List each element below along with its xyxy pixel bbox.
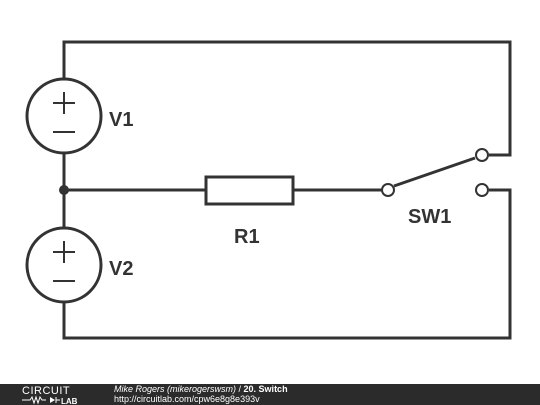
author-name[interactable]: Mike Rogers (mikerogerswsm) — [114, 384, 237, 394]
junction-node — [59, 185, 69, 195]
wire-top-loop — [62, 40, 512, 157]
logo-text-top: CIRCUIT — [22, 385, 70, 397]
circuit-url[interactable]: http://circuitlab.com/cpw6e8g8e393v — [114, 393, 260, 404]
r1-label: R1 — [234, 226, 260, 248]
footer-caption: Mike Rogers (mikerogerswsm) / 20. Switch… — [114, 384, 288, 404]
logo-text-bottom: LAB — [61, 397, 78, 405]
diode-icon — [50, 397, 55, 403]
sw1-label: SW1 — [408, 206, 451, 228]
sw1-lower-terminal — [475, 183, 489, 197]
v2-body — [25, 226, 103, 304]
wires — [62, 40, 512, 340]
circuitlab-logo[interactable]: CIRCUIT LAB — [0, 384, 110, 405]
footer-bar: CIRCUIT LAB Mike Rogers (mikerogerswsm) … — [0, 384, 540, 405]
voltage-source-v1: V1 — [25, 77, 133, 155]
v1-body — [25, 77, 103, 155]
circuit-schematic: V1 V2 R1 SW1 — [25, 40, 512, 340]
r1-body — [204, 175, 295, 206]
circuit-title[interactable]: 20. Switch — [243, 384, 288, 394]
voltage-source-v2: V2 — [25, 226, 133, 304]
title-separator: / — [236, 384, 244, 394]
resistor-r1: R1 — [204, 175, 295, 248]
wire-bottom-loop — [62, 188, 512, 340]
sw1-pivot-terminal — [381, 183, 395, 197]
sw1-lever — [393, 156, 476, 188]
resistor-zigzag-icon — [22, 395, 46, 405]
sw1-upper-terminal — [475, 148, 489, 162]
switch-sw1: SW1 — [381, 148, 489, 228]
v2-label: V2 — [109, 258, 133, 280]
v1-label: V1 — [109, 109, 133, 131]
footer-title-line: Mike Rogers (mikerogerswsm) / 20. Switch — [114, 384, 288, 395]
